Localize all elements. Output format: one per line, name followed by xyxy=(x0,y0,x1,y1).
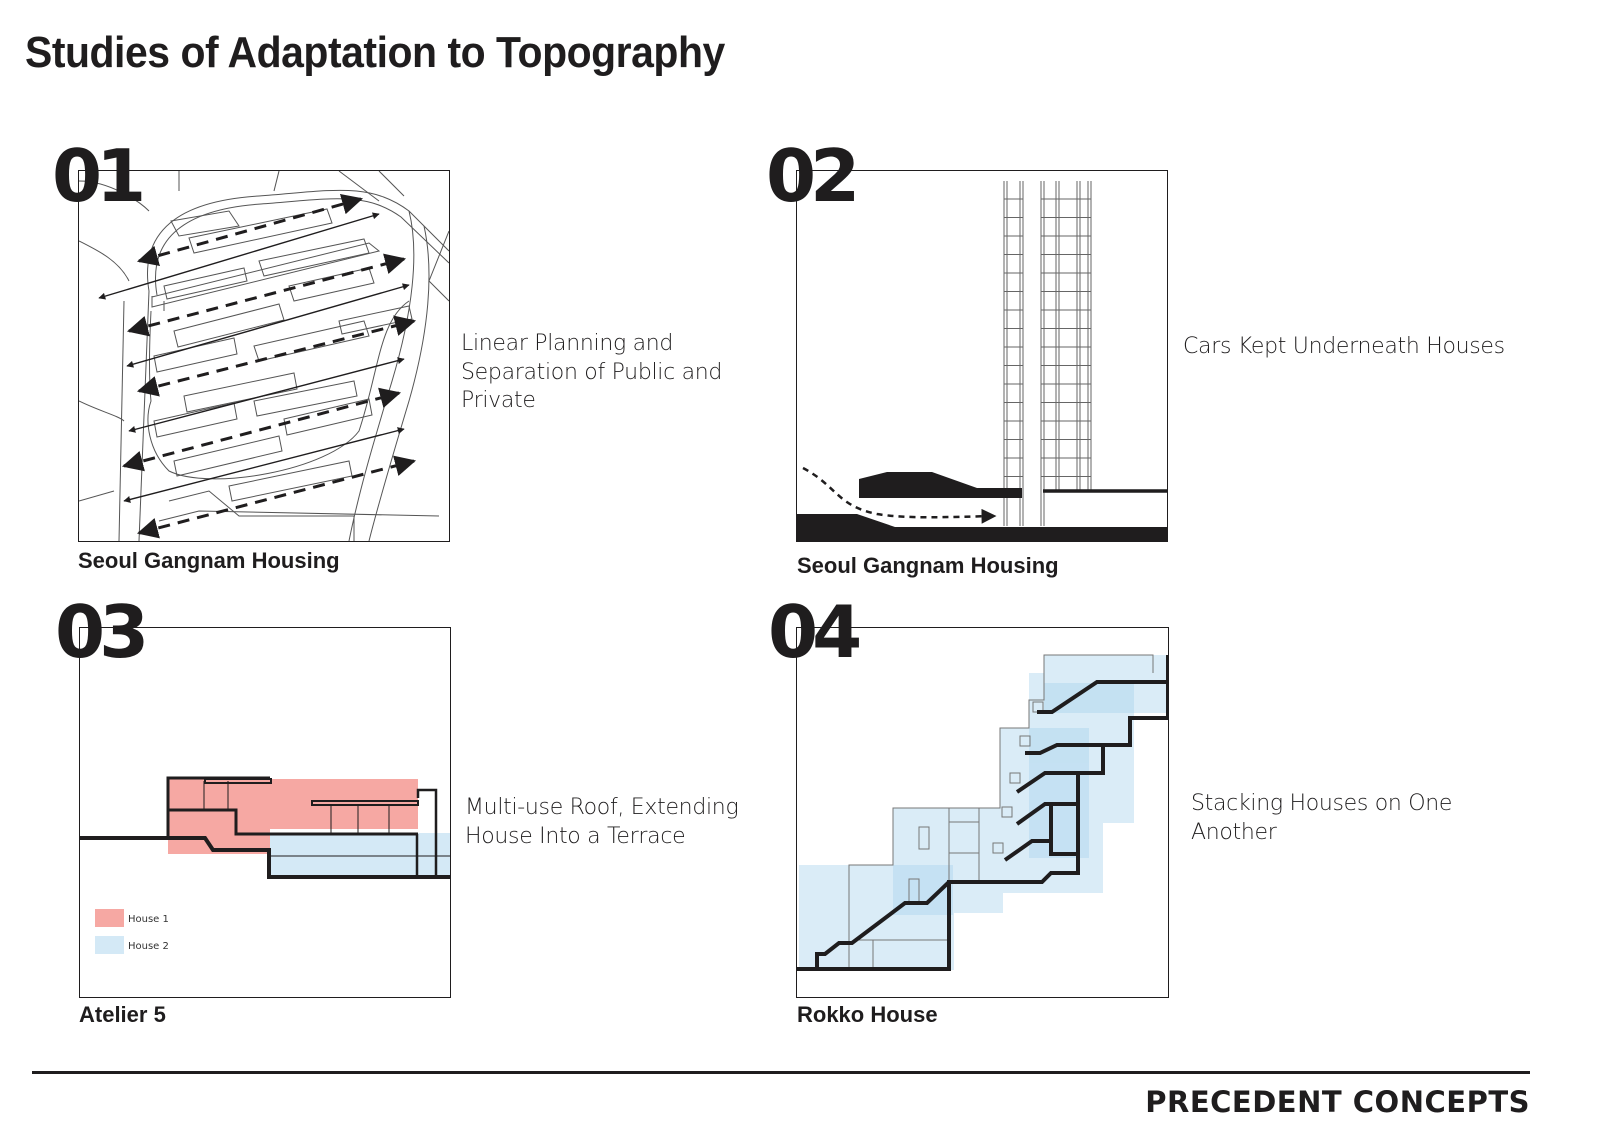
car-path-arrow xyxy=(802,466,997,524)
public-path-arrow xyxy=(126,253,407,337)
panel-description: Stacking Houses on One Another xyxy=(1191,791,1453,845)
legend-label-house-1: House 1 xyxy=(128,914,169,925)
tower-floors xyxy=(1004,198,1091,477)
tower-frame xyxy=(1003,181,1092,526)
site-plan-drawing xyxy=(78,170,450,542)
panel-number: 02 xyxy=(766,134,860,218)
panel-caption: Rokko House xyxy=(797,1002,938,1027)
private-path-arrow xyxy=(126,283,410,368)
legend-swatch-house-1 xyxy=(95,909,124,927)
panel-description: Linear Planning and Separation of Public… xyxy=(461,331,723,413)
circulation-arrows xyxy=(98,193,417,539)
panel-description: Cars Kept Underneath Houses xyxy=(1183,334,1505,359)
panel-caption: Atelier 5 xyxy=(79,1002,166,1027)
page-title: Studies of Adaptation to Topography xyxy=(25,28,725,77)
site-plan-svg xyxy=(79,171,449,541)
section-drawing xyxy=(796,170,1168,542)
panel-description: Multi-use Roof, Extending House Into a T… xyxy=(465,795,739,849)
section-svg xyxy=(797,181,1167,541)
ground-mass xyxy=(797,514,1167,541)
legend-swatch-house-2 xyxy=(95,936,124,954)
footer-label: PRECEDENT CONCEPTS xyxy=(1145,1085,1530,1119)
legend: House 1 House 2 xyxy=(95,909,169,954)
footer-divider xyxy=(32,1071,1530,1074)
rokko-section-drawing xyxy=(796,627,1169,998)
panel-number: 03 xyxy=(55,590,149,674)
raised-deck xyxy=(859,472,1022,498)
panel-number: 01 xyxy=(52,134,146,218)
house-2-area xyxy=(270,833,450,877)
public-path-arrow xyxy=(121,387,402,472)
public-path-arrow xyxy=(136,455,417,539)
structure-lines xyxy=(797,655,1168,971)
atelier-section-drawing: House 1 House 2 xyxy=(79,627,451,998)
rokko-section-svg xyxy=(797,654,1168,971)
panel-caption: Seoul Gangnam Housing xyxy=(797,553,1059,578)
ground-line xyxy=(80,836,450,879)
panel-number: 04 xyxy=(768,590,862,674)
legend-label-house-2: House 2 xyxy=(128,941,169,952)
atelier-section-svg: House 1 House 2 xyxy=(80,776,450,954)
panel-caption: Seoul Gangnam Housing xyxy=(78,548,340,573)
